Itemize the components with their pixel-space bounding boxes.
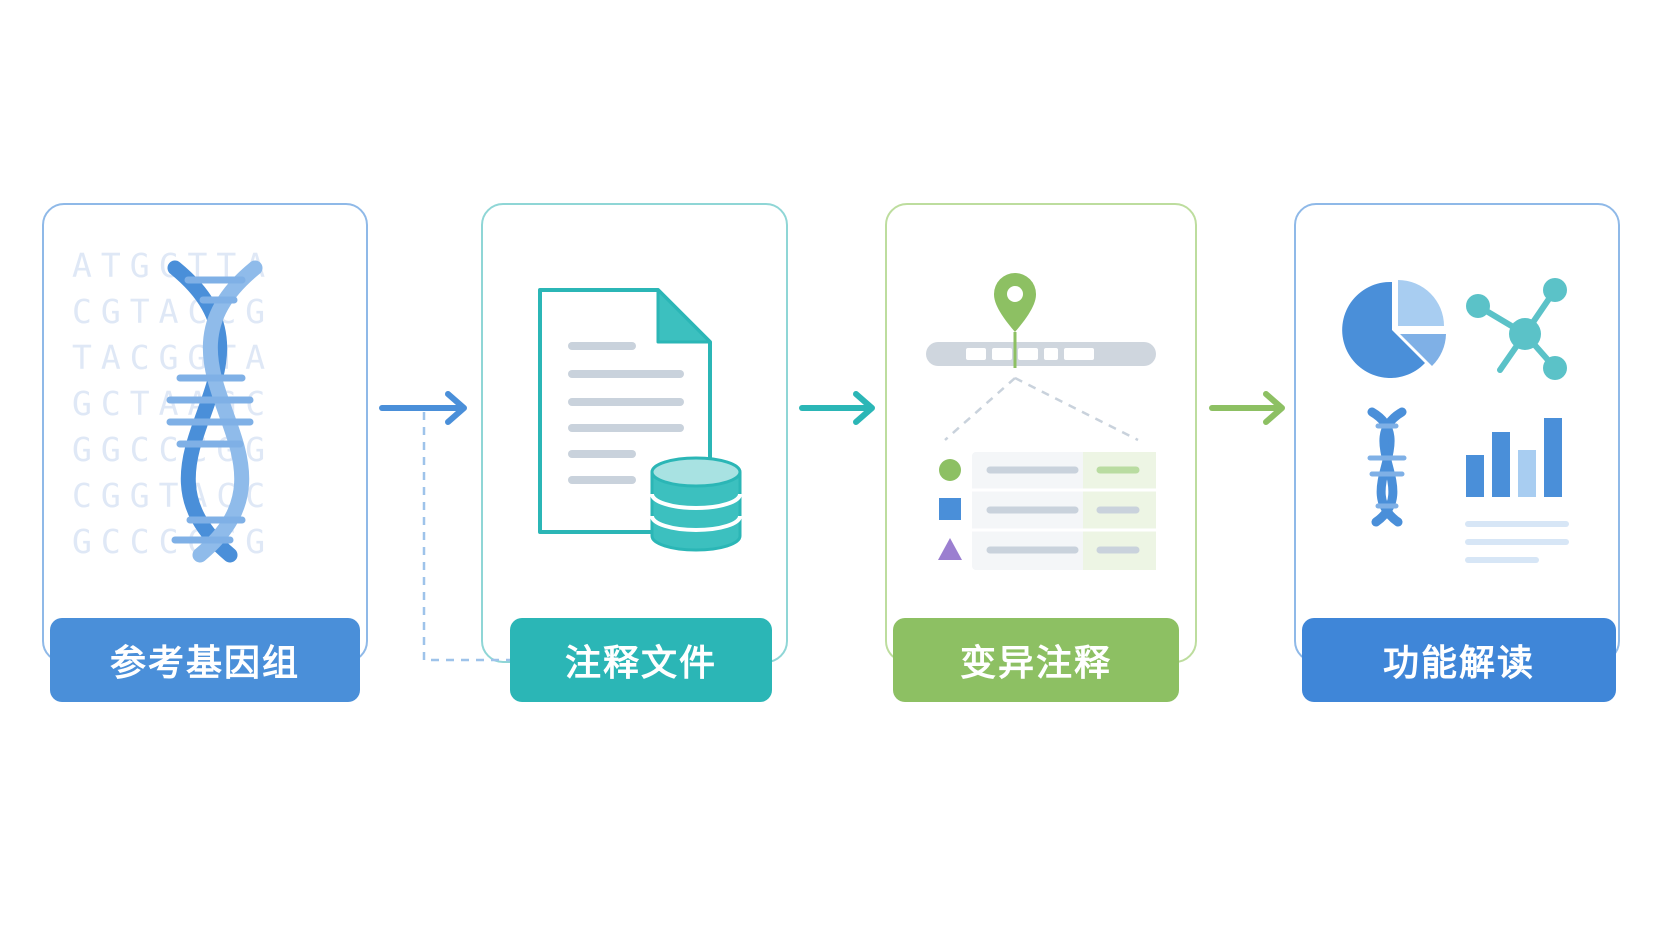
step-label-functional-interpretation: 功能解读 xyxy=(1302,618,1616,702)
bar-chart-icon xyxy=(1465,418,1569,563)
step-label-reference-genome: 参考基因组 xyxy=(50,618,360,702)
arrow-2-icon xyxy=(799,391,875,425)
location-pin-icon xyxy=(994,273,1036,332)
dna-helix-icon xyxy=(166,260,263,563)
network-icon xyxy=(1466,278,1567,380)
step-label-variant-annotation: 变异注释 xyxy=(893,618,1179,702)
genome-track-icon xyxy=(926,332,1156,442)
arrow-1-icon xyxy=(379,391,512,662)
step-label-annotation-file: 注释文件 xyxy=(510,618,772,702)
pie-chart-icon xyxy=(1342,280,1446,378)
arrow-3-icon xyxy=(1209,391,1285,425)
dna-helix-small-icon xyxy=(1367,407,1407,527)
step-card-variant-annotation xyxy=(885,203,1197,663)
annotation-table-icon xyxy=(938,452,1156,570)
database-icon xyxy=(650,456,742,552)
